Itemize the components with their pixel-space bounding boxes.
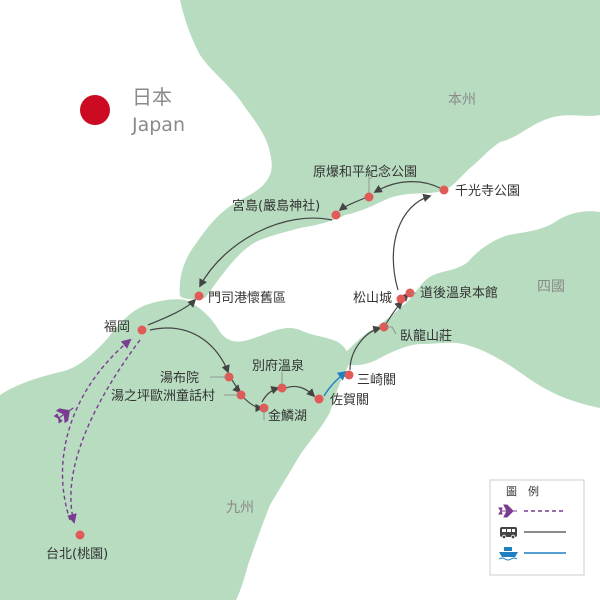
road-senkoji-peace-park [373, 181, 441, 193]
label-fukuoka: 福岡 [104, 320, 130, 335]
legend-airplane-icon [498, 504, 517, 518]
road-peace-park-miyajima [338, 197, 366, 212]
legend-bus-icon [500, 527, 517, 540]
road-miyajima-mojiko [199, 217, 333, 288]
honshu-landmass [179, 0, 600, 300]
legend-item-flight [498, 504, 566, 518]
region-label-honshu: 本州 [448, 92, 476, 108]
legend: 圖 例 [489, 479, 585, 576]
leader-lines [210, 177, 416, 420]
stop-sagaseki[interactable] [314, 394, 324, 404]
stop-mojiko[interactable] [194, 291, 204, 301]
label-misakiseki: 三崎關 [357, 373, 396, 388]
legend-ferry-icon [498, 547, 518, 561]
road-dogo-senkoji [392, 193, 432, 291]
label-dogo-onsen: 道後溫泉本館 [420, 285, 498, 301]
taiwan-island [0, 470, 106, 600]
ferry-sagaseki-misakiseki [323, 370, 348, 397]
road-kinrinko-beppu [261, 386, 280, 403]
region-label-kyushu: 九州 [226, 500, 254, 516]
kyushu-landmass [0, 299, 350, 600]
legend-item-ferry [498, 547, 566, 561]
label-yufuin: 湯布院 [160, 371, 199, 386]
flight-route-outbound [61, 338, 132, 521]
airplane-icon [53, 407, 74, 424]
country-name-english: Japan [131, 114, 185, 136]
label-mojiko: 門司港懷舊區 [208, 291, 286, 306]
stop-fukuoka[interactable] [137, 325, 147, 335]
road-beppu-sagaseki [285, 385, 316, 398]
stop-misakiseki[interactable] [344, 370, 354, 380]
legend-item-road [500, 527, 566, 540]
label-yunotsubo: 湯之坪歐洲童話村 [111, 388, 215, 404]
label-matsuyama-castle: 松山城 [353, 291, 392, 306]
label-sagaseki: 佐賀關 [330, 393, 369, 408]
stop-miyajima[interactable] [331, 210, 341, 220]
legend-title: 圖 例 [506, 484, 539, 498]
label-garyu-sanso: 臥龍山莊 [400, 328, 452, 344]
country-name-chinese: 日本 [132, 85, 172, 109]
shikoku-landmass [338, 211, 600, 408]
stop-taipei[interactable] [75, 530, 85, 540]
stop-matsuyama-castle[interactable] [396, 294, 406, 304]
stop-peace-park[interactable] [364, 192, 374, 202]
road-fukuoka-mojiko [147, 298, 197, 326]
label-beppu: 別府溫泉 [252, 358, 304, 374]
label-miyajima: 宮島(嚴島神社) [232, 198, 320, 214]
road-misakiseki-garyu [349, 325, 382, 371]
label-taipei: 台北(桃園) [46, 547, 108, 562]
label-peace-park: 原爆和平紀念公園 [313, 164, 417, 180]
label-senkoji: 千光寺公園 [455, 184, 520, 199]
japan-flag-icon [80, 95, 110, 125]
label-kinrinko: 金鱗湖 [268, 408, 307, 424]
stop-beppu[interactable] [277, 383, 287, 393]
road-fukuoka-yufuin [149, 327, 230, 374]
small-island [112, 488, 135, 540]
stop-senkoji[interactable] [439, 185, 449, 195]
small-island-2 [300, 148, 335, 167]
region-label-shikoku: 四國 [537, 279, 565, 295]
routes-layer [61, 181, 441, 524]
